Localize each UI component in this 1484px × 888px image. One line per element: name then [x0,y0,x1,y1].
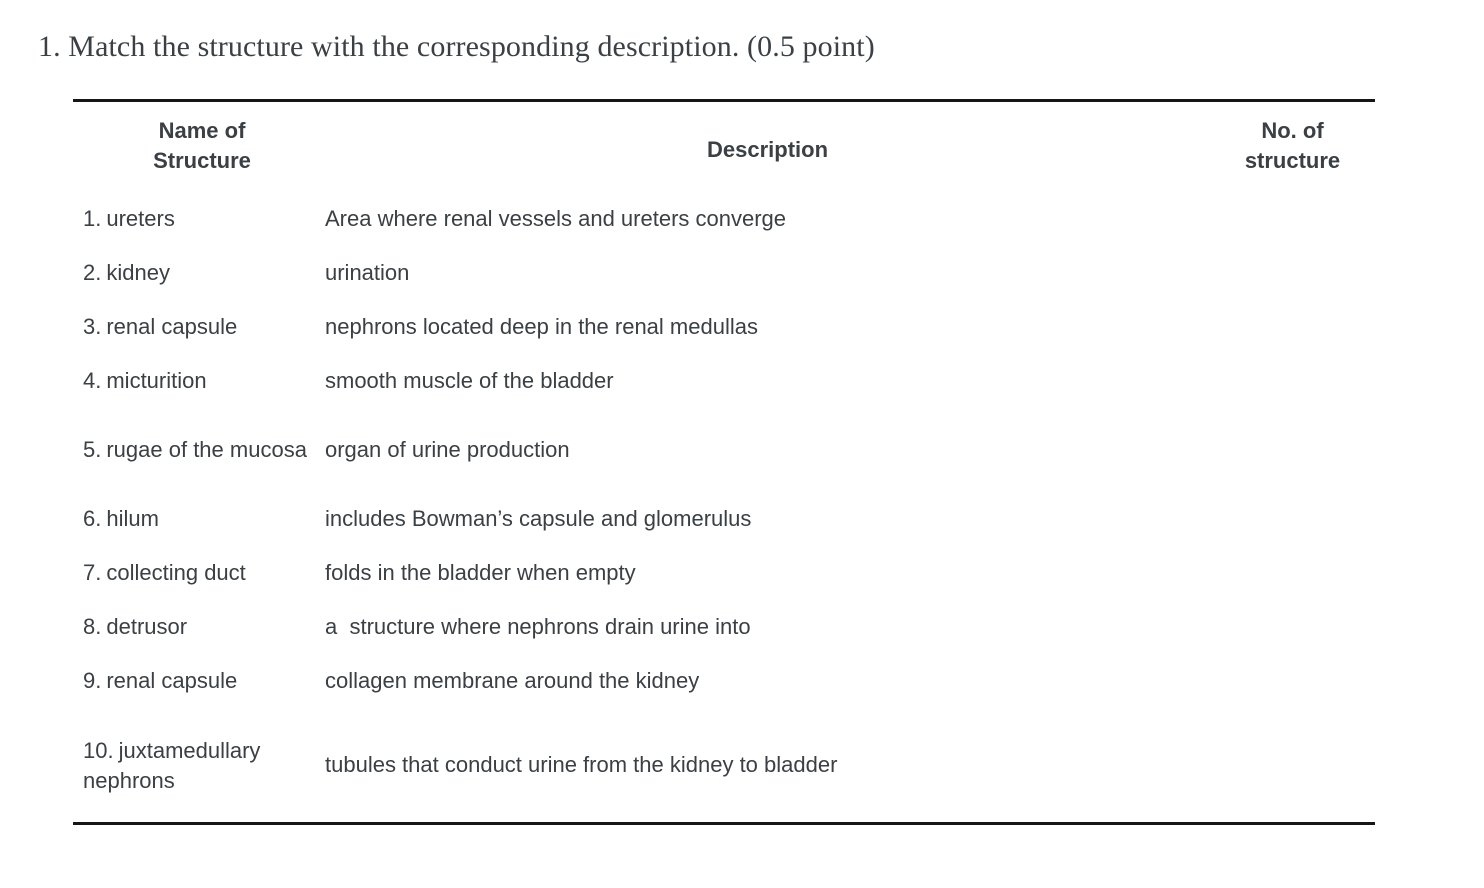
description-cell: folds in the bladder when empty [325,560,636,585]
table-row: 6.hilum includes Bowman’s capsule and gl… [73,492,1375,546]
structure-name-cell: 2.kidney [73,246,325,300]
description-cell: smooth muscle of the bladder [325,368,614,393]
structure-index: 2. [83,260,102,285]
column-header-name-of-structure: Name of Structure [73,101,325,193]
table-row: 7.collecting duct folds in the bladder w… [73,546,1375,600]
answer-cell[interactable] [1210,492,1375,546]
structure-name-cell: 1.ureters [73,192,325,246]
table-row: 9.renal capsule collagen membrane around… [73,654,1375,708]
answer-cell[interactable] [1210,708,1375,824]
structure-index: 5. [83,437,102,462]
structure-index: 1. [83,206,102,231]
description-cell: organ of urine production [325,437,570,462]
description-cell: tubules that conduct urine from the kidn… [325,752,838,777]
description-cell: a structure where nephrons drain urine i… [325,614,751,639]
structure-match-table: Name of Structure Description No. of str… [73,99,1375,825]
table-header-row: Name of Structure Description No. of str… [73,100,1375,193]
structure-name-cell: 6.hilum [73,492,325,546]
question-prompt: 1. Match the structure with the correspo… [38,30,875,63]
description-cell: urination [325,260,410,285]
table-header: Name of Structure Description No. of str… [73,100,1375,193]
structure-name: juxtamedullary nephrons [83,738,261,793]
column-header-description: Description [706,137,829,162]
structure-name: detrusor [106,614,188,639]
structure-index: 9. [83,668,102,693]
structure-name: renal capsule [106,668,238,693]
structure-name: rugae of the mucosa [106,437,307,462]
column-header-name-line2: Structure [153,148,251,173]
table-row: 4.micturition smooth muscle of the bladd… [73,354,1375,408]
answer-cell[interactable] [1210,654,1375,708]
structure-index: 7. [83,560,102,585]
column-header-number-line2: structure [1244,148,1341,173]
table-row: 1.ureters Area where renal vessels and u… [73,192,1375,246]
answer-cell[interactable] [1210,546,1375,600]
structure-name-cell: 4.micturition [73,354,325,408]
table-row: 5.rugae of the mucosa organ of urine pro… [73,408,1375,492]
column-header-number-line1: No. of [1261,118,1324,143]
structure-name-cell: 9.renal capsule [73,654,325,708]
description-cell: nephrons located deep in the renal medul… [325,314,758,339]
structure-index: 8. [83,614,102,639]
structure-index: 4. [83,368,102,393]
structure-name: renal capsule [106,314,238,339]
structure-index: 10. [83,738,114,763]
structure-index: 6. [83,506,102,531]
answer-cell[interactable] [1210,408,1375,492]
description-cell: includes Bowman’s capsule and glomerulus [325,506,752,531]
answer-cell[interactable] [1210,300,1375,354]
answer-cell[interactable] [1210,600,1375,654]
description-cell: Area where renal vessels and ureters con… [325,206,787,231]
structure-name-cell: 3.renal capsule [73,300,325,354]
table-body: 1.ureters Area where renal vessels and u… [73,192,1375,824]
column-header-no-of-structure: No. of structure [1210,101,1375,193]
structure-name: micturition [106,368,207,393]
column-header-name-line1: Name of [158,118,246,143]
answer-cell[interactable] [1210,354,1375,408]
table-row: 3.renal capsule nephrons located deep in… [73,300,1375,354]
answer-cell[interactable] [1210,246,1375,300]
structure-name-cell: 7.collecting duct [73,546,325,600]
structure-name: collecting duct [106,560,246,585]
structure-index: 3. [83,314,102,339]
structure-name: hilum [106,506,159,531]
structure-name-cell: 10.juxtamedullary nephrons [73,708,325,824]
structure-name-cell: 5.rugae of the mucosa [73,408,325,492]
table-row: 10.juxtamedullary nephrons tubules that … [73,708,1375,824]
answer-cell[interactable] [1210,192,1375,246]
structure-name-cell: 8.detrusor [73,600,325,654]
description-cell: collagen membrane around the kidney [325,668,700,693]
table-row: 8.detrusor a structure where nephrons dr… [73,600,1375,654]
structure-name: kidney [106,260,170,285]
structure-name: ureters [106,206,175,231]
table-row: 2.kidney urination [73,246,1375,300]
